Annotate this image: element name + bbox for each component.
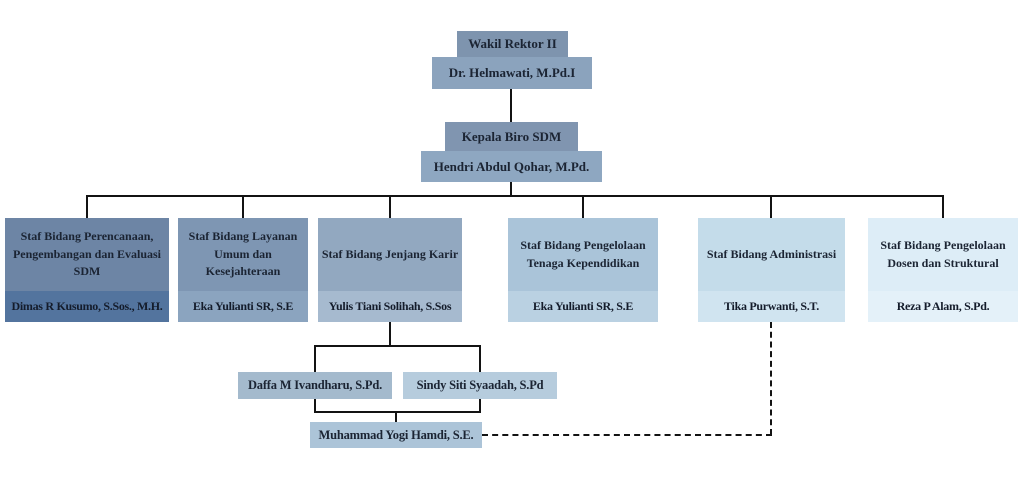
connector-drop-dept-5 [770, 195, 772, 218]
connector-daffa-down [314, 399, 316, 412]
connector-distribution-bar [86, 195, 944, 197]
node-wakil-rektor-title: Wakil Rektor II [457, 31, 568, 57]
connector-drop-dept-2 [242, 195, 244, 218]
node-staff-sindy: Sindy Siti Syaadah, S.Pd [403, 372, 557, 399]
node-staff-yogi: Muhammad Yogi Hamdi, S.E. [310, 422, 482, 448]
node-staff-daffa: Daffa M Ivandharu, S.Pd. [238, 372, 392, 399]
dept-staff-name: Tika Purwanti, S.T. [698, 291, 845, 322]
connector-drop-dept-3 [389, 195, 391, 218]
dept-title: Staf Bidang Jenjang Karir [318, 218, 462, 291]
connector-karir-down [389, 322, 391, 346]
node-wakil-rektor-name: Dr. Helmawati, M.Pd.I [432, 57, 592, 89]
node-kepala-biro-name: Hendri Abdul Qohar, M.Pd. [421, 151, 602, 182]
node-dept-tenaga-kependidikan: Staf Bidang Pengelolaan Tenaga Kependidi… [508, 218, 658, 322]
connector-root-to-head [510, 89, 512, 122]
dept-title: Staf Bidang Perencanaan, Pengembangan da… [5, 218, 169, 291]
dept-title: Staf Bidang Layanan Umum dan Kesejahtera… [178, 218, 308, 291]
dept-title: Staf Bidang Pengelolaan Dosen dan Strukt… [868, 218, 1018, 291]
connector-drop-dept-6 [942, 195, 944, 218]
dept-staff-name: Dimas R Kusumo, S.Sos., M.H. [5, 291, 169, 322]
connector-drop-dept-1 [86, 195, 88, 218]
node-dept-dosen-struktural: Staf Bidang Pengelolaan Dosen dan Strukt… [868, 218, 1018, 322]
node-dept-administrasi: Staf Bidang Administrasi Tika Purwanti, … [698, 218, 845, 322]
node-dept-layanan-umum: Staf Bidang Layanan Umum dan Kesejahtera… [178, 218, 308, 322]
dept-title: Staf Bidang Administrasi [698, 218, 845, 291]
connector-drop-sindy [479, 345, 481, 372]
connector-drop-dept-4 [582, 195, 584, 218]
node-kepala-biro-title: Kepala Biro SDM [445, 122, 578, 151]
dept-staff-name: Eka Yulianti SR, S.E [508, 291, 658, 322]
connector-to-yogi [395, 411, 397, 422]
connector-merge-bar [314, 411, 481, 413]
dept-staff-name: Reza P Alam, S.Pd. [868, 291, 1018, 322]
connector-sindy-down [479, 399, 481, 412]
connector-drop-daffa [314, 345, 316, 372]
connector-head-to-bar [510, 182, 512, 196]
dept-title: Staf Bidang Pengelolaan Tenaga Kependidi… [508, 218, 658, 291]
dept-staff-name: Yulis Tiani Solihah, S.Sos [318, 291, 462, 322]
node-dept-jenjang-karir: Staf Bidang Jenjang Karir Yulis Tiani So… [318, 218, 462, 322]
connector-dashed-horizontal [482, 434, 772, 436]
connector-karir-bar [314, 345, 481, 347]
connector-dashed-vertical [770, 322, 772, 435]
dept-staff-name: Eka Yulianti SR, S.E [178, 291, 308, 322]
node-dept-perencanaan: Staf Bidang Perencanaan, Pengembangan da… [5, 218, 169, 322]
